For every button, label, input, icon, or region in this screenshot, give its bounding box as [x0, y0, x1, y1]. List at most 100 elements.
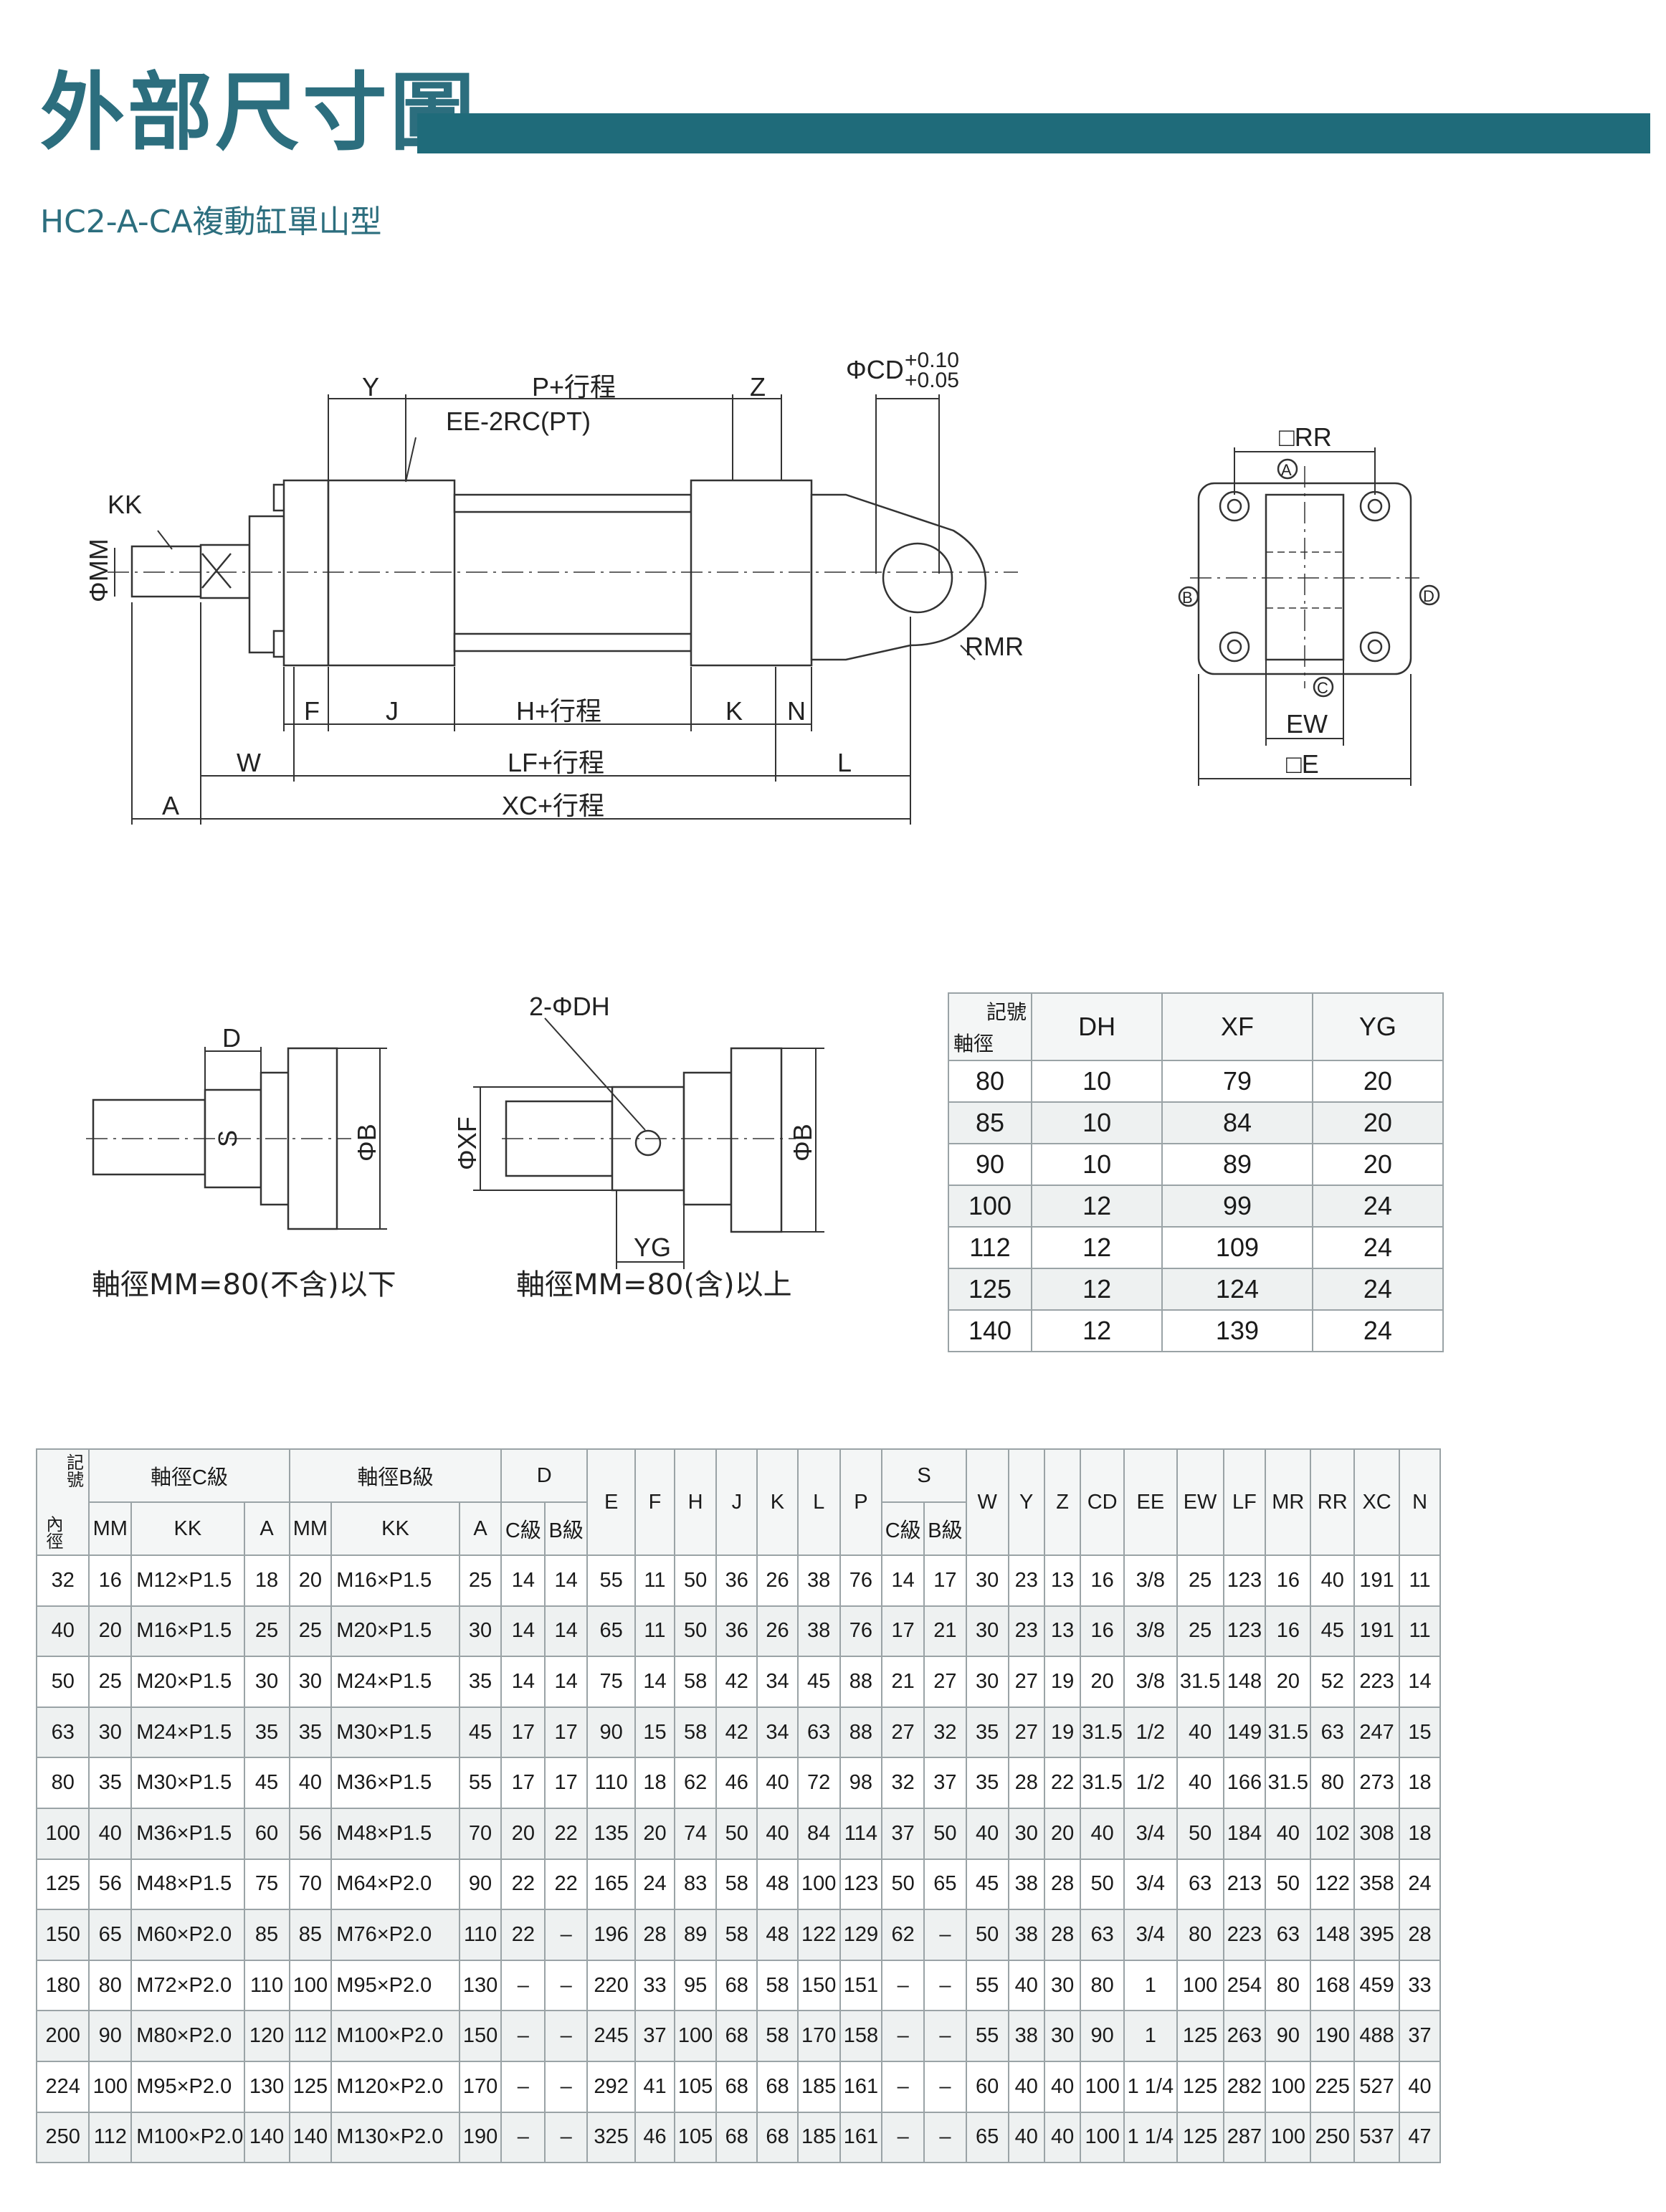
table-cell: 110 — [243, 1959, 290, 2012]
table-cell: 90 — [88, 2010, 133, 2062]
table-cell: 37 — [881, 1807, 925, 1860]
table-cell: M16×P1.5 — [330, 1554, 460, 1607]
table-cell: 15 — [1399, 1706, 1441, 1759]
table-cell: 68 — [756, 2111, 799, 2164]
row-header: 200 — [35, 2010, 90, 2062]
sub-header: C級 — [881, 1501, 925, 1556]
table-cell: 48 — [756, 1858, 799, 1911]
table-cell: M20×P1.5 — [130, 1656, 245, 1708]
table-header-row-2: MM KK A MM KK A C級 B級 C級 B級 — [37, 1501, 1440, 1556]
table-cell: 80 — [1080, 1959, 1125, 2012]
table-cell: 80 — [88, 1959, 133, 2012]
table-cell: 63 — [1265, 1909, 1312, 1961]
label-p: P+行程 — [532, 372, 616, 402]
table-cell: M24×P1.5 — [330, 1656, 460, 1708]
table-cell: 14 — [500, 1656, 546, 1708]
table-cell: 27 — [1007, 1706, 1045, 1759]
group-header-b: 軸徑B級 — [288, 1448, 503, 1503]
table-cell: 130 — [458, 1959, 503, 2012]
table-cell: 76 — [839, 1554, 883, 1607]
table-cell: 25 — [458, 1554, 503, 1607]
label-rr: □RR — [1279, 422, 1332, 452]
row-header: 40 — [35, 1605, 90, 1658]
table-cell: 158 — [839, 2010, 883, 2062]
table-cell: 27 — [881, 1706, 925, 1759]
table-cell: 62 — [673, 1757, 718, 1809]
col-header: K — [756, 1448, 799, 1556]
table-cell: 80 — [1310, 1757, 1356, 1809]
col-header: XF — [1161, 992, 1313, 1061]
table-cell: 90 — [458, 1858, 503, 1911]
sub-header: KK — [330, 1501, 460, 1556]
table-cell: 58 — [756, 2010, 799, 2062]
sub-header: MM — [88, 1501, 133, 1556]
table-cell: M95×P2.0 — [330, 1959, 460, 2012]
table-cell: 90 — [1265, 2010, 1312, 2062]
table-cell: 33 — [1399, 1959, 1441, 2012]
table-cell: 150 — [796, 1959, 841, 2012]
col-header: E — [586, 1448, 637, 1556]
table-cell: 20 — [500, 1807, 546, 1860]
table-cell: 223 — [1222, 1909, 1267, 1961]
table-cell: 245 — [586, 2010, 637, 2062]
table-cell: 17 — [500, 1706, 546, 1759]
table-cell: 50 — [1080, 1858, 1125, 1911]
table-cell: 18 — [634, 1757, 675, 1809]
table-cell: 10 — [1030, 1060, 1163, 1103]
table-cell: 63 — [796, 1706, 841, 1759]
table-cell: 20 — [1311, 1143, 1444, 1186]
row-header: 80 — [35, 1757, 90, 1809]
table-cell: 112 — [288, 2010, 333, 2062]
sub-header: A — [458, 1501, 503, 1556]
rod-detail-small — [86, 1047, 387, 1230]
table-cell: 34 — [756, 1706, 799, 1759]
table-cell: 83 — [673, 1858, 718, 1911]
dimension-table: 記號 內徑 軸徑C級 軸徑B級 D E F H J K L P S W Y Z … — [35, 1448, 1441, 2164]
table-cell: M80×P2.0 — [130, 2010, 245, 2062]
table-cell: 37 — [1399, 2010, 1441, 2062]
dh-table-corner: 記號 軸徑 — [948, 992, 1032, 1061]
table-cell: 24 — [1311, 1185, 1444, 1228]
table-cell: 31.5 — [1080, 1757, 1125, 1809]
table-cell: 12 — [1030, 1185, 1163, 1228]
table-cell: 40 — [88, 1807, 133, 1860]
table-cell: 45 — [965, 1858, 1009, 1911]
table-cell: 38 — [1007, 1909, 1045, 1961]
table-cell: 11 — [634, 1605, 675, 1658]
table-cell: 14 — [544, 1656, 589, 1708]
page-subtitle: HC2-A-CA複動缸單山型 — [40, 204, 382, 240]
table-cell: 45 — [243, 1757, 290, 1809]
table-cell: 250 — [1310, 2111, 1356, 2164]
title-bar — [417, 113, 1650, 153]
table-cell: 17 — [544, 1706, 589, 1759]
table-cell: 70 — [458, 1807, 503, 1860]
table-cell: 1/2 — [1123, 1757, 1178, 1809]
table-cell: 58 — [673, 1656, 718, 1708]
table-cell: – — [544, 1959, 589, 2012]
table-cell: 184 — [1222, 1807, 1267, 1860]
table-cell: 125 — [1176, 2060, 1224, 2113]
table-cell: 150 — [458, 2010, 503, 2062]
table-cell: 85 — [243, 1909, 290, 1961]
col-header: DH — [1030, 992, 1163, 1061]
table-cell: 21 — [923, 1605, 967, 1658]
table-cell: 27 — [923, 1656, 967, 1708]
col-header: RR — [1310, 1448, 1356, 1556]
table-cell: 129 — [839, 1909, 883, 1961]
table-cell: 1 1/4 — [1123, 2060, 1178, 2113]
table-cell: 30 — [1043, 2010, 1082, 2062]
table-cell: 55 — [458, 1757, 503, 1809]
table-cell: 88 — [839, 1706, 883, 1759]
table-cell: 12 — [1030, 1268, 1163, 1311]
table-cell: M12×P1.5 — [130, 1554, 245, 1607]
table-cell: 25 — [1176, 1554, 1224, 1607]
table-cell: 3/8 — [1123, 1605, 1178, 1658]
row-header: 85 — [948, 1101, 1032, 1144]
table-cell: 18 — [243, 1554, 290, 1607]
table-cell: 14 — [500, 1605, 546, 1658]
table-cell: M30×P1.5 — [330, 1706, 460, 1759]
table-cell: 100 — [1080, 2060, 1125, 2113]
table-cell: 31.5 — [1265, 1706, 1312, 1759]
